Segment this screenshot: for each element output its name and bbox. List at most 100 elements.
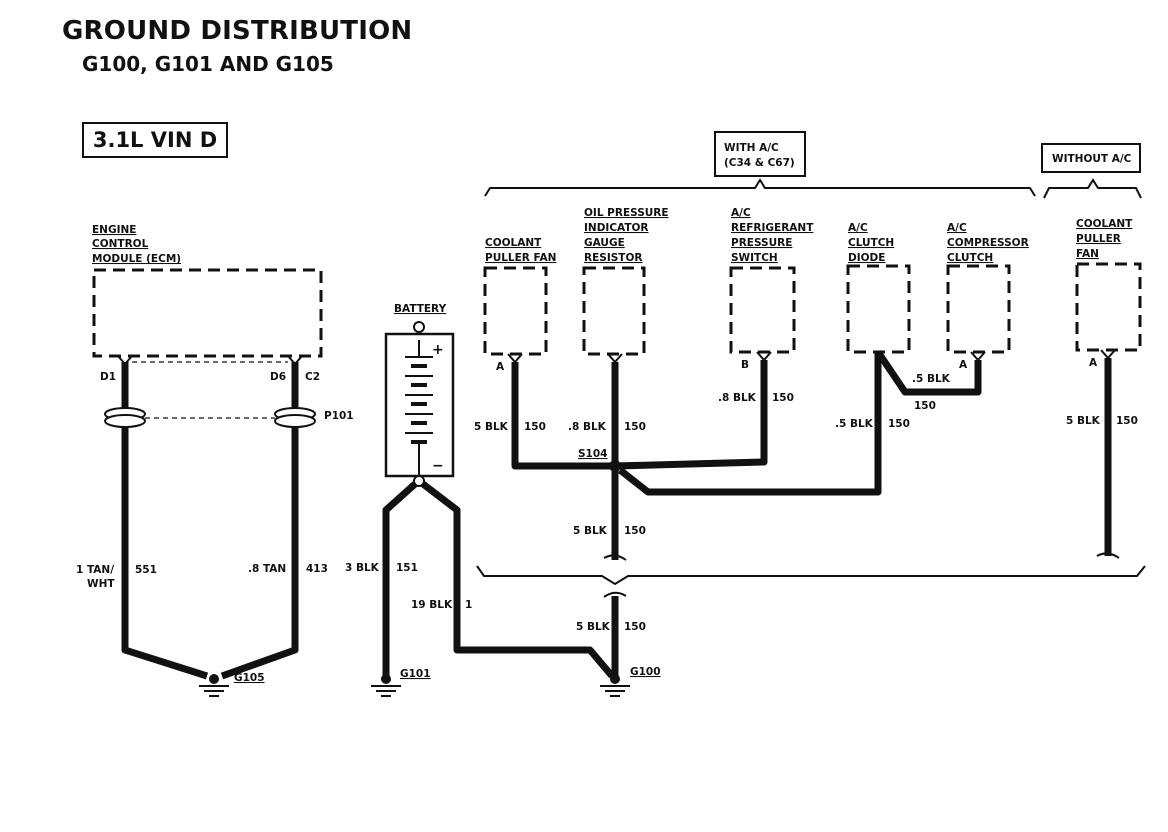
coolant-fan2-label-2: PULLER (1076, 233, 1121, 245)
oil-box (582, 266, 646, 356)
g105-label: G105 (234, 672, 265, 684)
ground-g105: G105 (199, 672, 265, 697)
wire-1-circuit: 1 (465, 599, 472, 611)
battery-top-terminal (413, 321, 425, 333)
with-ac-label-1: WITH A/C (724, 142, 779, 154)
wire-clutch-circuit: 150 (914, 400, 936, 412)
coolant-fan2-label-3: FAN (1076, 248, 1099, 260)
wire-551-circuit: 551 (135, 564, 157, 576)
ac-switch-label-4: SWITCH (731, 252, 778, 264)
wire-fan-to-s104 (511, 362, 615, 470)
wire-fan2-circuit: 150 (1116, 415, 1138, 427)
without-ac-label: WITHOUT A/C (1052, 153, 1132, 165)
break-mark-fan2 (1096, 552, 1120, 559)
wire-413-circuit: 413 (306, 563, 328, 575)
coolant-fan2-box (1075, 262, 1142, 352)
wire-551 (121, 362, 209, 680)
ac-switch-label-3: PRESSURE (731, 237, 792, 249)
ac-compressor-clutch: A/C COMPRESSOR CLUTCH A (946, 222, 1029, 371)
coolant-puller-fan: COOLANT PULLER FAN A (483, 237, 556, 373)
ecm-label-2: CONTROL (92, 238, 149, 250)
without-ac-bracket (1043, 178, 1142, 199)
ac-clutch-box (946, 264, 1011, 354)
wire-413-size: .8 TAN (248, 563, 286, 575)
diagram-subtitle: G100, G101 AND G105 (82, 52, 334, 76)
coolant-fan-label-1: COOLANT (485, 237, 542, 249)
battery-negative-label: − (432, 458, 444, 474)
oil-label-1: OIL PRESSURE (584, 207, 669, 219)
ground-g101: G101 (371, 668, 431, 697)
ac-clutch-label-3: CLUTCH (947, 252, 993, 264)
oil-label-2: INDICATOR (584, 222, 649, 234)
wire-g100-size: 5 BLK (576, 621, 611, 633)
coolant-fan2-pin-label: A (1089, 357, 1098, 369)
g105-point (209, 674, 219, 684)
wire-diode-size: .5 BLK (835, 418, 874, 430)
coolant-puller-fan-2: COOLANT PULLER FAN A (1075, 218, 1142, 369)
break-mark-upper (603, 554, 627, 561)
connector-p101: P101 (104, 407, 354, 428)
wire-fan2-size: 5 BLK (1066, 415, 1101, 427)
wire-switch-size: .8 BLK (718, 392, 757, 404)
wire-151 (382, 481, 418, 678)
wire-fan-size: 5 BLK (474, 421, 509, 433)
battery-negative-terminal (413, 475, 425, 487)
with-ac-group: WITH A/C (C34 & C67) (484, 131, 1036, 197)
ac-switch-label-1: A/C (731, 207, 751, 219)
engine-label: 3.1L VIN D (82, 122, 228, 158)
wire-clutch-to-diode (875, 350, 982, 396)
without-ac-label-box (1041, 143, 1141, 173)
oil-pressure-resistor: OIL PRESSURE INDICATOR GAUGE RESISTOR (582, 207, 669, 364)
ac-diode-label-1: A/C (848, 222, 868, 234)
coolant-fan-label-2: PULLER FAN (485, 252, 556, 264)
ecm-box (92, 268, 323, 358)
p101-pin-1b (104, 414, 146, 428)
ac-clutch-label-1: A/C (947, 222, 967, 234)
with-ac-label-2: (C34 & C67) (724, 157, 795, 169)
oil-label-3: GAUGE (584, 237, 625, 249)
ground-g100: G100 (600, 666, 661, 697)
wire-151-circuit: 151 (396, 562, 418, 574)
wire-clutch-size: .5 BLK (912, 373, 951, 385)
wire-diode-circuit: 150 (888, 418, 910, 430)
g101-label: G101 (400, 668, 431, 680)
ac-switch-box (729, 266, 796, 354)
g100-label: G100 (630, 666, 661, 678)
wire-551-size: 1 TAN/ (76, 564, 114, 576)
break-mark-lower (603, 591, 627, 598)
wire-413 (220, 362, 299, 680)
wire-1-size: 19 BLK (411, 599, 453, 611)
ac-pressure-switch: A/C REFRIGERANT PRESSURE SWITCH B (729, 207, 814, 371)
ecm-pin-d1-label: D1 (100, 371, 116, 383)
wire-oil-circuit: 150 (624, 421, 646, 433)
g100-point (610, 674, 620, 684)
wire-diode-to-s104 (617, 352, 882, 496)
ecm-label-3: MODULE (ECM) (92, 253, 181, 265)
ac-diode-box (846, 264, 911, 354)
s104-label: S104 (578, 448, 607, 460)
continuation-break (476, 552, 1146, 598)
splice-s104 (609, 460, 621, 472)
wire-fan-circuit: 150 (524, 421, 546, 433)
coolant-fan-box (483, 266, 548, 356)
ac-diode-label-3: DIODE (848, 252, 885, 264)
wire-551-size-2: WHT (87, 578, 115, 590)
wire-switch-circuit: 150 (772, 392, 794, 404)
wire-switch-to-s104 (614, 360, 768, 470)
with-ac-bracket (484, 178, 1036, 197)
wire-151-size: 3 BLK (345, 562, 380, 574)
ecm: ENGINE CONTROL MODULE (ECM) D1 D6 C2 (92, 224, 323, 383)
ecm-label-1: ENGINE (92, 224, 136, 236)
wire-s104-size: 5 BLK (573, 525, 608, 537)
wire-s104-circuit: 150 (624, 525, 646, 537)
battery: BATTERY + − (384, 303, 455, 487)
diagram-title: GROUND DISTRIBUTION (62, 16, 413, 46)
ac-clutch-label-2: COMPRESSOR (947, 237, 1029, 249)
p101-pin-2b (274, 414, 316, 428)
ac-clutch-diode: A/C CLUTCH DIODE (846, 222, 911, 354)
without-ac-group: WITHOUT A/C (1041, 143, 1142, 199)
coolant-fan2-label-1: COOLANT (1076, 218, 1133, 230)
oil-label-4: RESISTOR (584, 252, 642, 264)
ac-clutch-pin-label: A (959, 359, 968, 371)
wire-oil-size: .8 BLK (568, 421, 607, 433)
